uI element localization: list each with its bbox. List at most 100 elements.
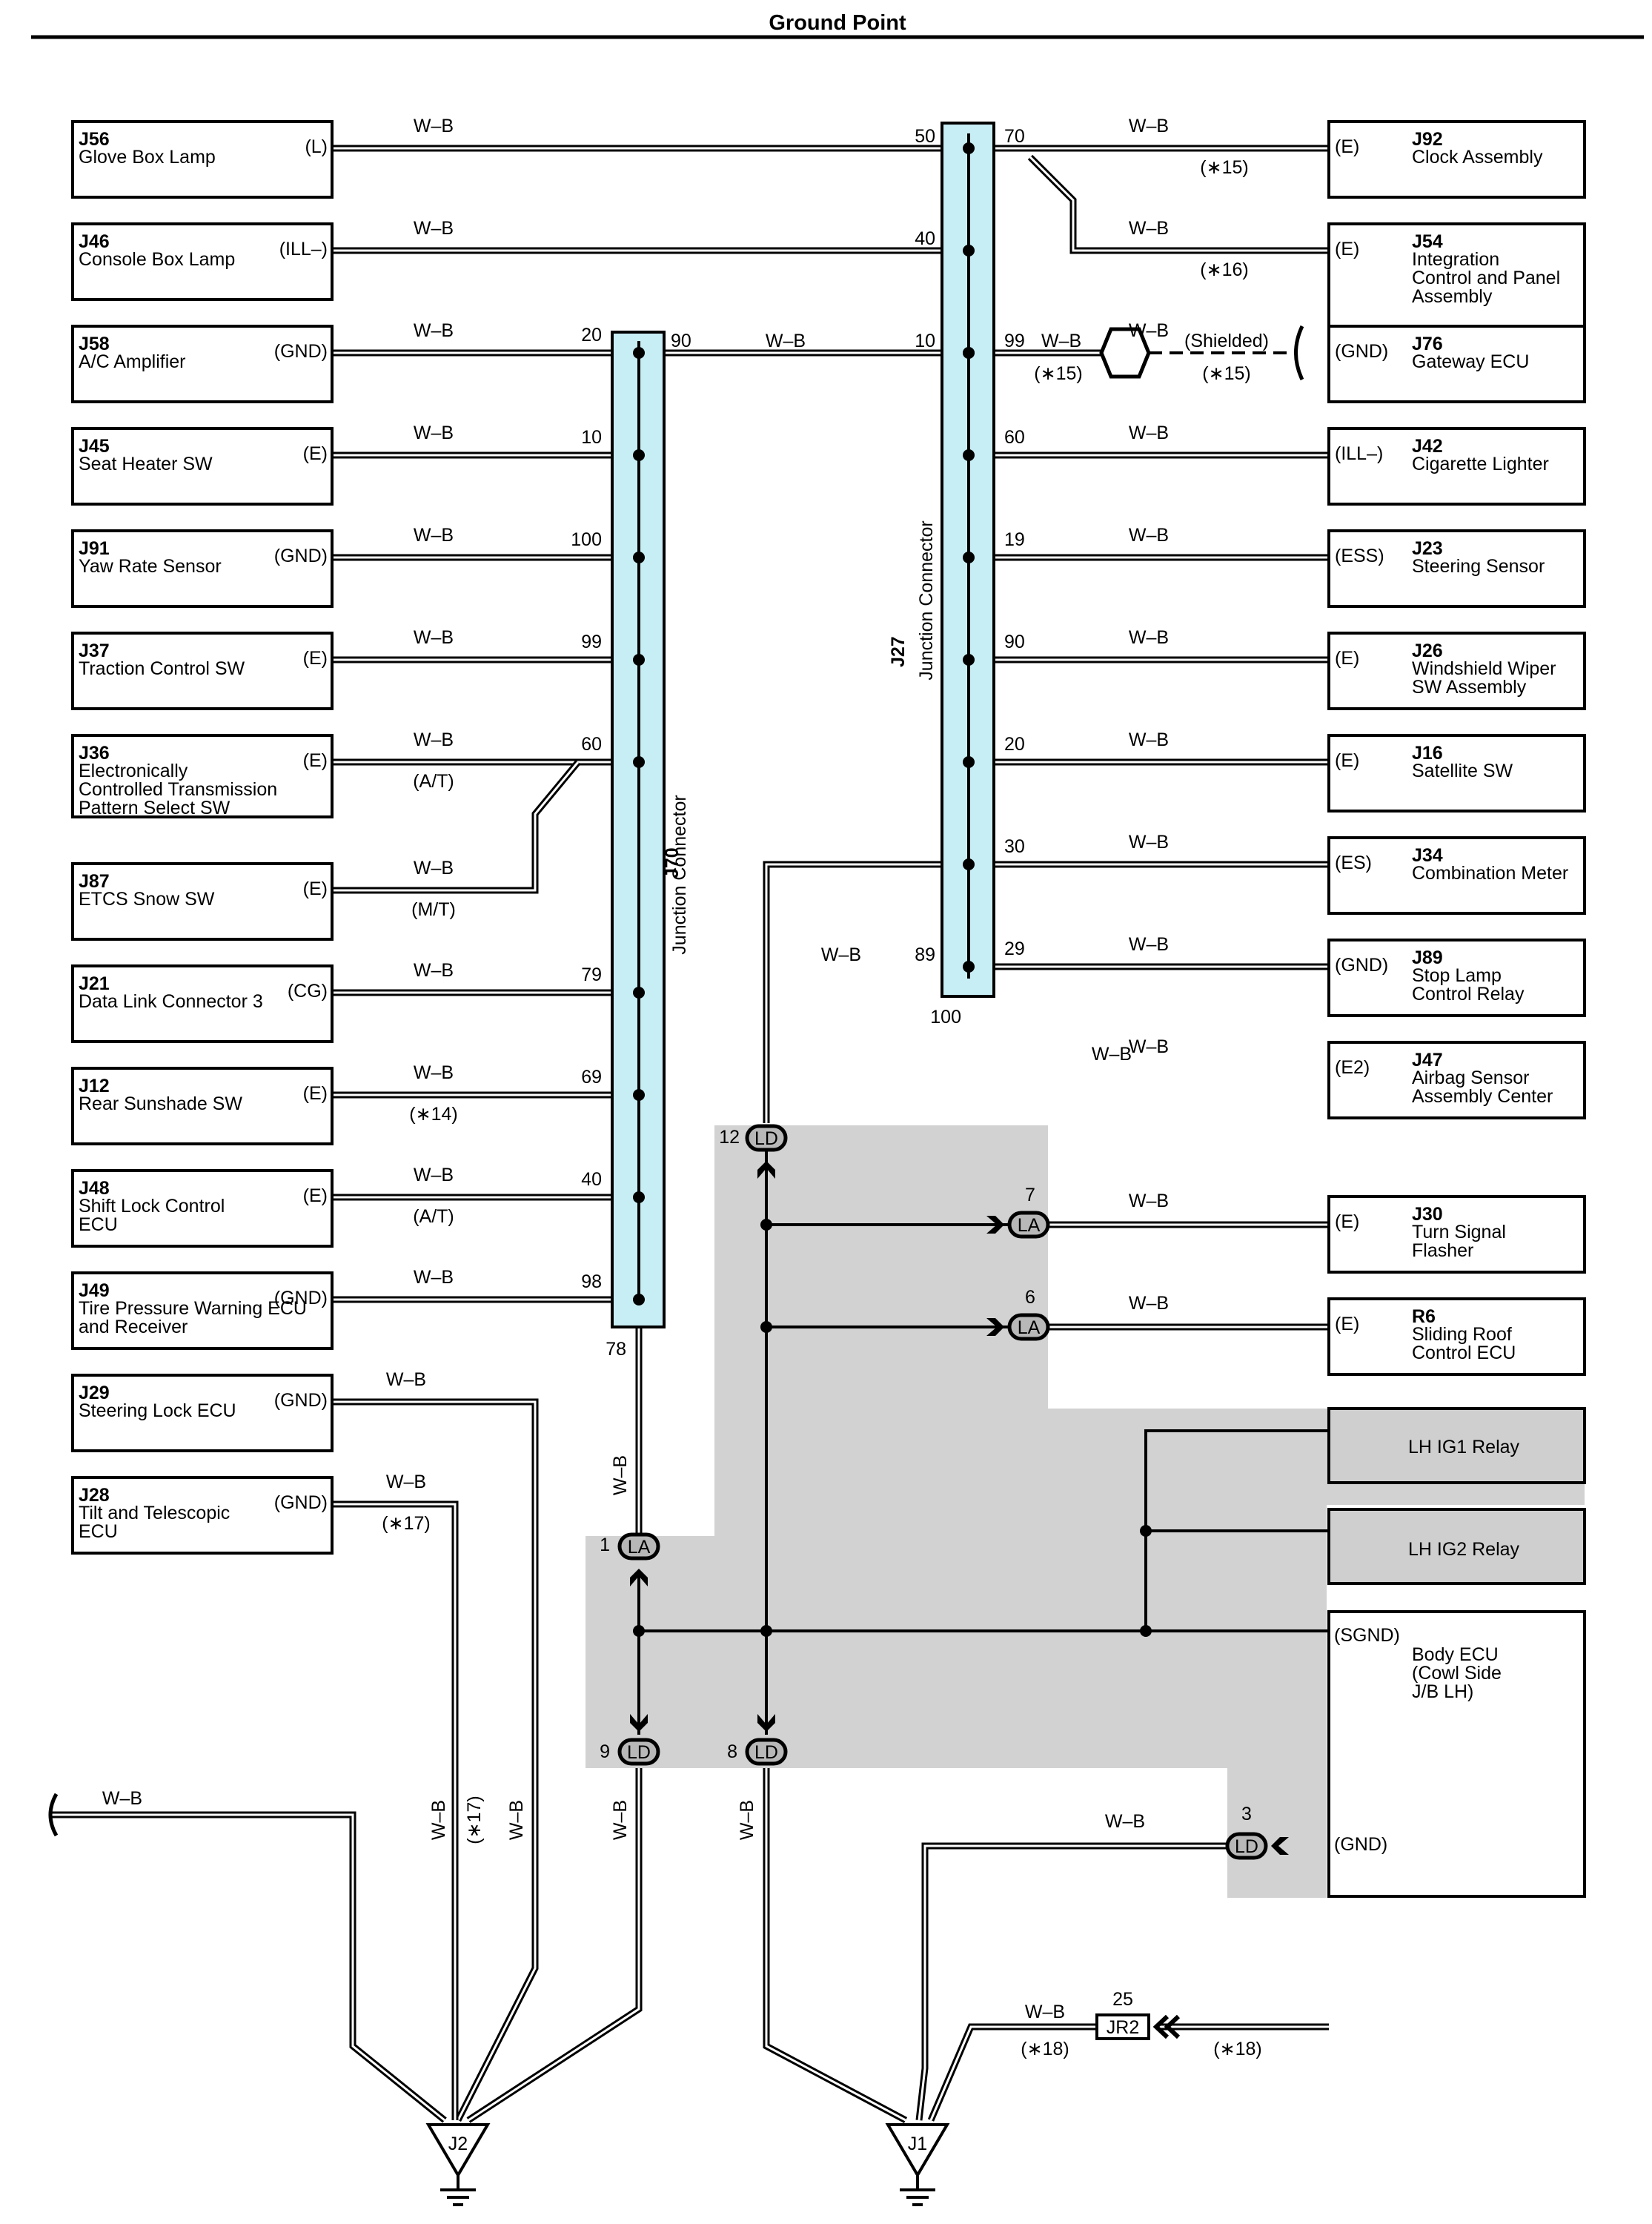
- terminal-label: (ES): [1335, 853, 1372, 873]
- component-name: Stop Lamp: [1412, 965, 1502, 986]
- component-box: [71, 632, 334, 710]
- component-code: J26: [1412, 641, 1443, 661]
- pin-label: 100: [571, 529, 602, 550]
- component-box: [71, 529, 334, 608]
- component-name: Steering Sensor: [1412, 556, 1545, 577]
- pin-label: 99: [1004, 331, 1025, 351]
- pin-label: 60: [581, 734, 602, 755]
- terminal-label: (E): [303, 443, 328, 464]
- component-box: [1327, 939, 1586, 1017]
- component-code: R6: [1412, 1306, 1436, 1327]
- wire-color-label: W–B: [1129, 320, 1169, 341]
- lh-ig2-relay: LH IG2 Relay: [1327, 1508, 1586, 1585]
- pin-label: 20: [1004, 734, 1025, 755]
- wire-color-label: W–B: [1041, 331, 1081, 351]
- wire-color-label: W–B: [414, 1062, 454, 1083]
- component-name: Gateway ECU: [1412, 351, 1529, 372]
- component-box: [71, 964, 334, 1043]
- wire-core: [967, 965, 1329, 997]
- component-name: Shift Lock Control: [79, 1196, 225, 1217]
- component-box: [71, 1067, 334, 1145]
- relay-box: [1327, 1508, 1586, 1585]
- component-name: ECU: [79, 1214, 118, 1235]
- pin-label: 10: [581, 427, 602, 448]
- wire-color-label: W–B: [506, 1800, 527, 1840]
- wire-color-label: W–B: [610, 1455, 631, 1495]
- terminal-label: (CG): [288, 981, 328, 1002]
- wire-color-label: W–B: [414, 1267, 454, 1288]
- junction-dot: [963, 961, 975, 973]
- pin-label: 98: [581, 1271, 602, 1292]
- connector-la-6: [1007, 1313, 1050, 1341]
- wire-color-label: W–B: [1129, 218, 1169, 239]
- junction-dot: [760, 1219, 772, 1231]
- pin-label: 90: [1004, 632, 1025, 652]
- component-code: J21: [79, 973, 110, 994]
- pin-label: 29: [1004, 939, 1025, 959]
- component-box: [1327, 222, 1586, 329]
- component-box: [1327, 529, 1586, 608]
- note-label: (∗17): [382, 1513, 430, 1534]
- wire-core: [1029, 156, 1329, 252]
- wire-color-label: W–B: [414, 423, 454, 443]
- connector-la-1: [617, 1532, 660, 1561]
- component-code: J91: [79, 538, 110, 559]
- junction-dot: [963, 858, 975, 870]
- wire-color-label: W–B: [737, 1800, 757, 1840]
- wire-core: [929, 2025, 1097, 2121]
- component-name: Integration: [1412, 249, 1499, 270]
- note-label: (∗18): [1213, 2039, 1261, 2059]
- note-label: (A/T): [413, 771, 454, 792]
- junction-dot: [633, 654, 645, 666]
- junction-dot: [1140, 1525, 1152, 1537]
- pin-label: 78: [606, 1339, 626, 1360]
- wire-jr2: [927, 2023, 1097, 2122]
- wire-break-icon: [1294, 325, 1304, 381]
- j70-name: Junction Connector: [669, 795, 690, 954]
- connector-code: LD: [754, 1128, 778, 1149]
- shield-icon: [1099, 327, 1151, 379]
- component-name: (Cowl Side: [1412, 1663, 1502, 1684]
- wire-j29: [332, 1398, 539, 2122]
- connector-arrow: [757, 1161, 775, 1179]
- junction-dot: [963, 449, 975, 461]
- junction-dot: [633, 1625, 645, 1637]
- pin-label: 20: [581, 325, 602, 345]
- junction-dot: [963, 347, 975, 359]
- wire-far-left: [52, 1811, 447, 2123]
- connector-code: LD: [754, 1742, 778, 1763]
- note-label: (∗18): [1021, 2039, 1069, 2059]
- component-box: [1327, 1297, 1586, 1376]
- pin-label: 40: [915, 228, 935, 249]
- component-box: [71, 1374, 334, 1452]
- component-code: J47: [1412, 1050, 1443, 1070]
- j27-code: J27: [888, 636, 909, 667]
- component-code: J37: [79, 641, 110, 661]
- wire-color-label: W–B: [766, 331, 806, 351]
- component-name: ECU: [79, 1521, 118, 1542]
- component-code: J29: [79, 1383, 110, 1403]
- pin-label: 19: [1004, 529, 1025, 550]
- component-code: J45: [79, 436, 110, 457]
- note-label: (∗15): [1200, 157, 1248, 178]
- connector-arrow: [757, 1714, 775, 1732]
- component-name: Steering Lock ECU: [79, 1400, 236, 1421]
- pin-label: 79: [581, 964, 602, 985]
- component-box: [71, 734, 334, 818]
- wire-color-label: W–B: [1129, 525, 1169, 546]
- component-box: [1327, 632, 1586, 710]
- connector-code: JR2: [1107, 2017, 1139, 2038]
- wire-color-label: W–B: [1129, 116, 1169, 136]
- wire-color-label: W–B: [1129, 627, 1169, 648]
- component-code: J54: [1412, 231, 1443, 252]
- ground-symbol: [425, 2123, 491, 2178]
- note-label: (∗15): [1034, 363, 1082, 384]
- connector-jr2: [1095, 2013, 1150, 2040]
- pin-label: 90: [671, 331, 691, 351]
- component-name: Console Box Lamp: [79, 249, 235, 270]
- wire-color-label: W–B: [414, 627, 454, 648]
